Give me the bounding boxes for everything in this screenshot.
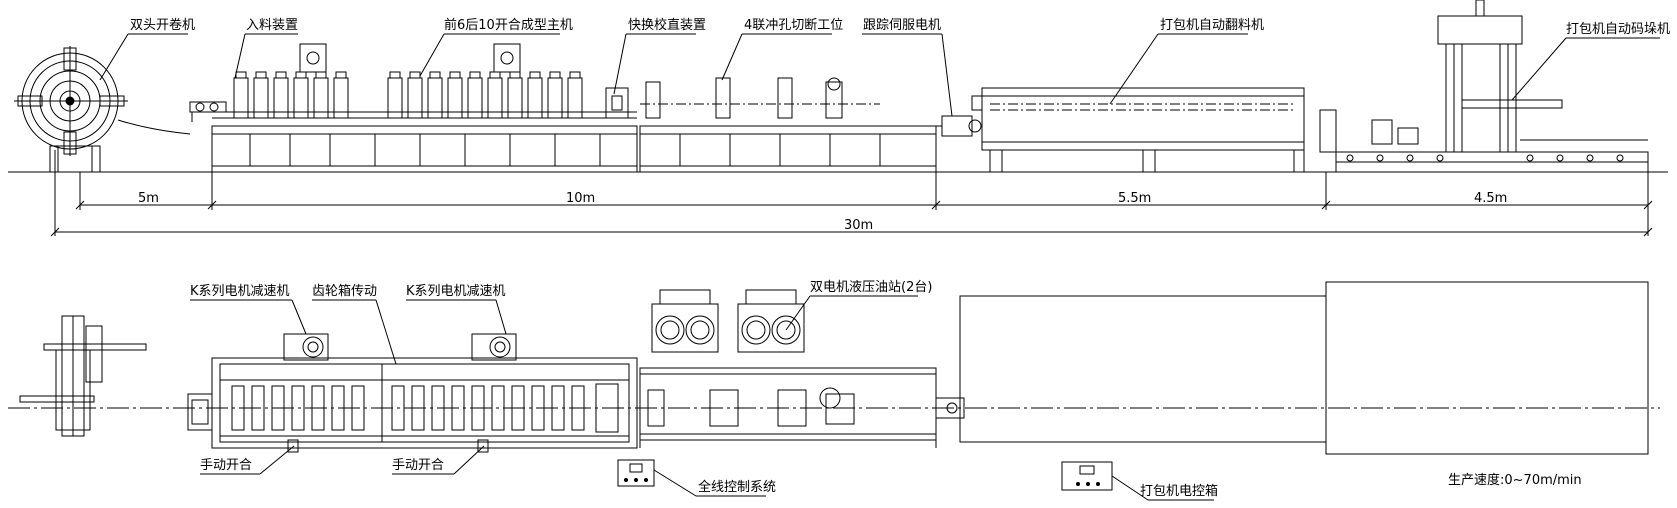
servo-drawing bbox=[936, 116, 981, 136]
label-k-reducer-1: K系列电机减速机 bbox=[190, 284, 290, 299]
feeding-device-drawing bbox=[190, 102, 226, 122]
label-forming-main-machine: 前6后10开合成型主机 bbox=[444, 18, 573, 33]
label-punch-cut-station: 4联冲孔切断工位 bbox=[744, 18, 844, 33]
label-feeding-device: 入料装置 bbox=[246, 18, 299, 33]
punch-cut-plan bbox=[640, 368, 964, 448]
decoiler-drawing bbox=[14, 46, 190, 172]
control-system-box bbox=[618, 460, 654, 486]
straightener-drawing bbox=[606, 88, 628, 118]
label-hydraulic-station: 双电机液压油站(2台) bbox=[810, 280, 933, 295]
label-manual-open-2: 手动开合 bbox=[392, 458, 445, 473]
leader-lines-top bbox=[100, 34, 1660, 116]
dim-5m: 5m bbox=[138, 191, 159, 206]
label-servo-motor: 跟踪伺服电机 bbox=[863, 18, 942, 33]
punch-cut-drawing bbox=[640, 78, 936, 172]
label-decoiler: 双头开卷机 bbox=[130, 18, 196, 33]
dimension-lines bbox=[51, 150, 1652, 236]
stacker-drawing bbox=[1320, 0, 1648, 172]
label-k-reducer-2: K系列电机减速机 bbox=[406, 284, 506, 299]
label-stacker: 打包机自动码垛机 bbox=[1566, 22, 1671, 37]
label-packer-control-box: 打包机电控箱 bbox=[1140, 484, 1219, 499]
hydraulic-stations bbox=[652, 290, 804, 352]
dim-30m-total: 30m bbox=[844, 218, 874, 233]
label-manual-open-1: 手动开合 bbox=[200, 458, 253, 473]
elevation-view bbox=[8, 0, 1668, 236]
label-straightener: 快换校直装置 bbox=[628, 18, 707, 33]
forming-machine-plan bbox=[188, 334, 637, 452]
packer-plan bbox=[960, 282, 1648, 454]
packer-control-box bbox=[1062, 462, 1112, 490]
dim-10m: 10m bbox=[566, 191, 596, 206]
label-gearbox: 齿轮箱传动 bbox=[312, 284, 378, 299]
flip-machine-drawing bbox=[972, 88, 1304, 172]
decoiler-plan bbox=[20, 316, 146, 436]
label-control-system: 全线控制系统 bbox=[698, 480, 777, 495]
leader-lines-bottom bbox=[190, 296, 1214, 500]
forming-machine-drawing bbox=[212, 44, 637, 172]
dim-4-5m: 4.5m bbox=[1474, 191, 1508, 206]
label-flip-machine: 打包机自动翻料机 bbox=[1160, 18, 1265, 33]
dim-5-5m: 5.5m bbox=[1118, 191, 1152, 206]
plan-view bbox=[8, 282, 1660, 500]
label-production-speed: 生产速度:0~70m/min bbox=[1448, 473, 1582, 488]
